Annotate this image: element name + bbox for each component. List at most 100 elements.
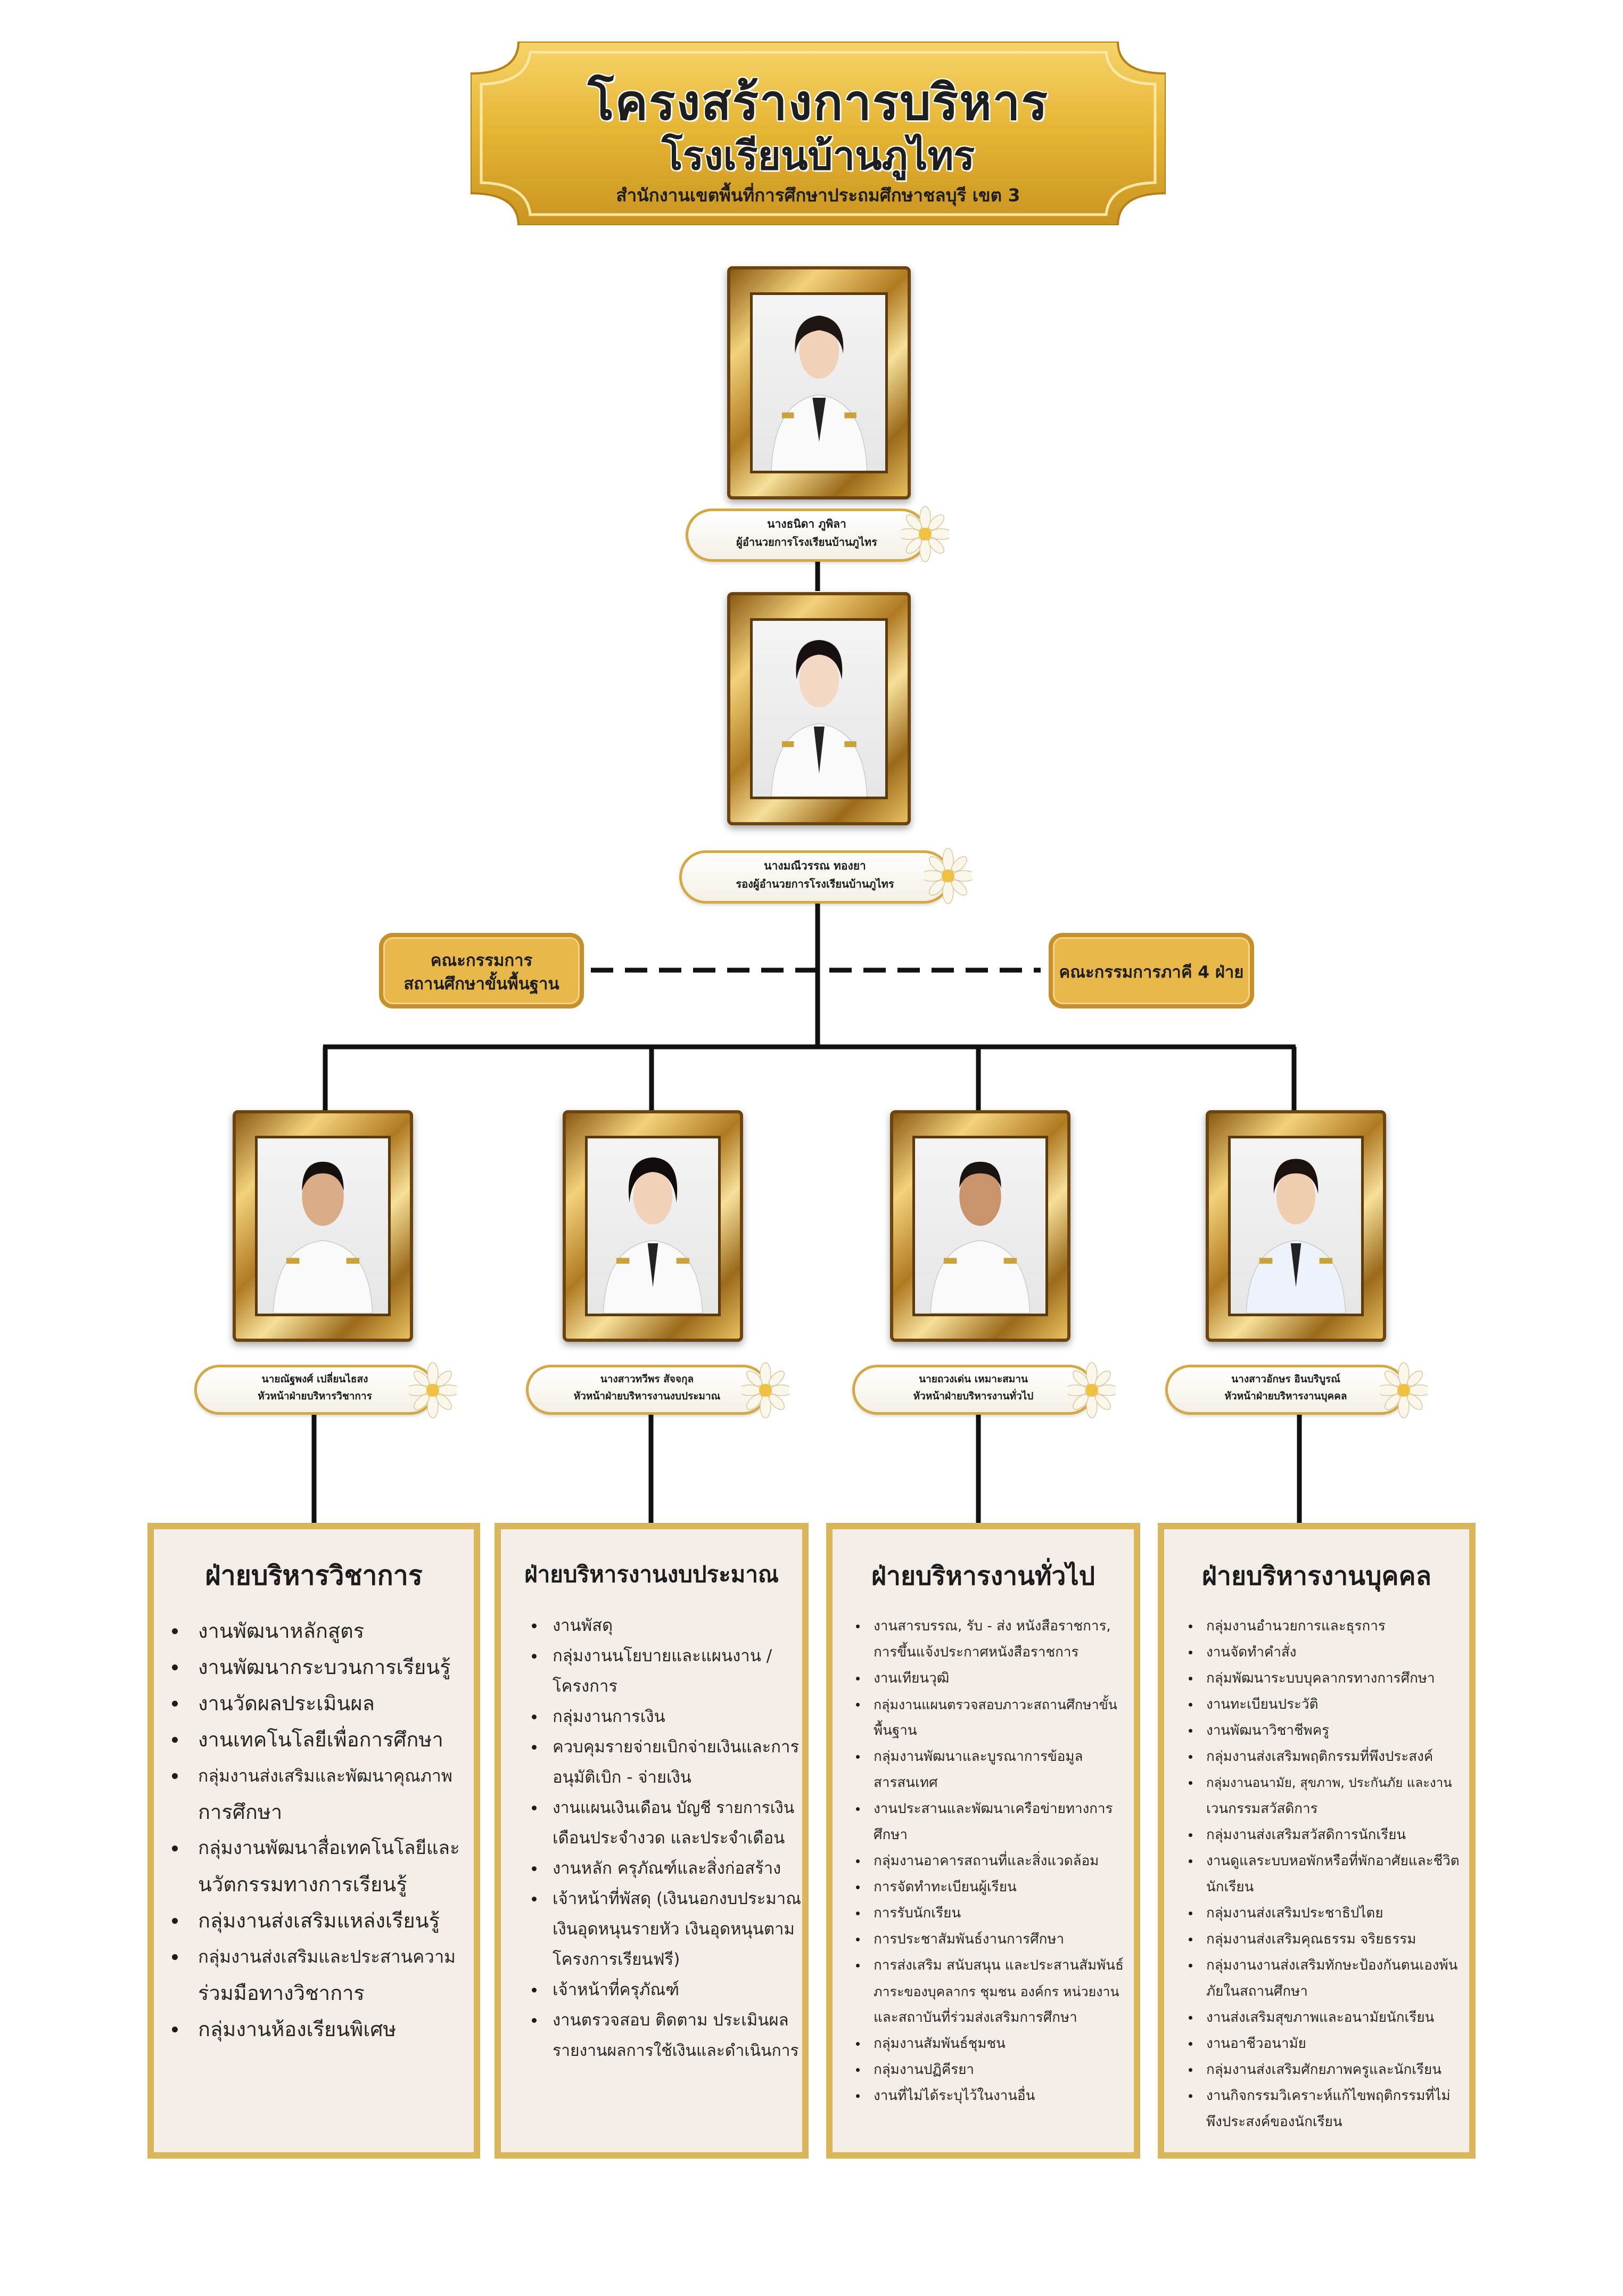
budget-head-portrait-frame [563, 1110, 743, 1342]
dept-list-item: งานเทคโนโลยีเพื่อการศึกษา [172, 1721, 463, 1758]
dept-list-item: งานวัดผลประเมินผล [172, 1685, 463, 1721]
dept-list-item: กลุ่มงานสัมพันธ์ชุมชน [856, 2031, 1125, 2057]
dept-list-item: กลุ่มงานส่งเสริมและพัฒนาคุณภาพการศึกษา [172, 1758, 463, 1830]
dept-list-item: งานพัฒนาหลักสูตร [172, 1613, 463, 1649]
general-head-photo [930, 1162, 1031, 1314]
director-name: นางธนิดา ภูพิลา [767, 518, 846, 530]
dept-list-item: งานส่งเสริมสุขภาพและอนามัยนักเรียน [1189, 2005, 1462, 2031]
dept-item-text: งานตรวจสอบ ติดตาม ประเมินผล [553, 2011, 789, 2030]
bullet-dot-icon [1189, 1912, 1192, 1915]
dept-item-text: กลุ่มพัฒนาระบบบุคลากรทางการศึกษา [1206, 1670, 1435, 1686]
dept-list-item: กลุ่มงานงานส่งเสริมทักษะป้องกันตนเองพ้นภ… [1189, 1953, 1462, 2005]
bullet-dot-icon [532, 1897, 537, 1901]
general-head-name: นายถวงเด่น เหมาะสมาน [919, 1373, 1028, 1385]
dept-list-item: กลุ่มงานอาคารสถานที่และสิ่งแวดล้อม [856, 1848, 1125, 1874]
dept-list-item: กลุ่มงานแผนตรวจสอบภาวะสถานศึกษาขั้นพื้นฐ… [856, 1692, 1125, 1744]
dept-list-item: กลุ่มงานห้องเรียนพิเศษ [172, 2011, 463, 2047]
dept-item-text: กลุ่มงานอนามัย, สุขภาพ, ประกันภัย และงาน [1206, 1775, 1452, 1790]
dept-list-item: กลุ่มพัฒนาระบบบุคลากรทางการศึกษา [1189, 1666, 1462, 1692]
dept-item-text: กลุ่มงานส่งเสริมสวัสดิการนักเรียน [1206, 1827, 1406, 1843]
bullet-dot-icon [532, 1866, 537, 1871]
bullet-dot-icon [856, 2042, 860, 2046]
dept-item-text-continued: พื้นฐาน [874, 1723, 917, 1739]
dept-list-general: งานสารบรรณ, รับ - ส่ง หนังสือราชการ,การข… [856, 1613, 1125, 2109]
bullet-dot-icon [1189, 1625, 1192, 1628]
general-head-name-badge: นายถวงเด่น เหมาะสมาน หัวหน้าฝ่ายบริหารงา… [852, 1362, 1116, 1418]
banner-school-name: โรงเรียนบ้านภูไทร [661, 133, 975, 179]
dept-title-academic: ฝ่ายบริหารวิชาการ [205, 1560, 423, 1591]
dept-item-text: งานแผนเงินเดือน บัญชี รายการเงิน [553, 1799, 795, 1817]
dept-item-text: งานดูแลระบบหอพักหรือที่พักอาศัยและชีวิต [1206, 1853, 1460, 1869]
bullet-dot-icon [1189, 1729, 1192, 1733]
dept-list-item: งานพัสดุ [532, 1611, 792, 1641]
dept-list-item: กลุ่มงานส่งเสริมและประสานความร่วมมือทางว… [172, 1939, 463, 2011]
dept-list-item: การส่งเสริม สนับสนุน และประสานสัมพันธ์ภา… [856, 1953, 1125, 2031]
dept-item-text: กลุ่มงานส่งเสริมพฤติกรรมที่พึงประสงค์ [1206, 1749, 1433, 1765]
dept-item-text-continued: ร่วมมือทางวิชาการ [198, 1981, 365, 2005]
dept-list-item: งานแผนเงินเดือน บัญชี รายการเงินเดือนประ… [532, 1793, 795, 1854]
dept-item-text: กลุ่มงานสัมพันธ์ชุมชน [874, 2036, 1006, 2052]
bullet-dot-icon [172, 1773, 178, 1779]
dept-item-text: กลุ่มงานส่งเสริมคุณธรรม จริยธรรม [1206, 1931, 1416, 1947]
dept-item-text: งานที่ไม่ได้ระบุไว้ในงานอื่น [874, 2088, 1035, 2104]
bullet-dot-icon [1189, 1938, 1192, 1941]
dept-item-text: กลุ่มงานนโยบายและแผนงาน / [553, 1646, 772, 1666]
dept-item-text-continued: รายงานผลการใช้เงินและดำเนินการ [553, 2041, 799, 2060]
dept-list-item: กลุ่มงานส่งเสริมศักยภาพครูและนักเรียน [1189, 2057, 1462, 2083]
banner-office-name: สำนักงานเขตพื้นที่การศึกษาประถมศึกษาชลบุ… [616, 185, 1020, 206]
four-party-committee-box: คณะกรรมการภาคี 4 ฝ่าย [1049, 933, 1254, 1008]
dept-item-text: งานพัฒนากระบวนการเรียนรู้ [198, 1655, 451, 1679]
bullet-dot-icon [856, 2068, 860, 2072]
dept-list-item: งานพัฒนาวิชาชีพครู [1189, 1718, 1462, 1744]
bullet-dot-icon [532, 1988, 537, 1992]
dept-item-text: กลุ่มงานห้องเรียนพิเศษ [198, 2018, 397, 2041]
dept-item-text: กลุ่มงานปฏิคีรยา [874, 2062, 975, 2078]
bullet-dot-icon [1189, 2016, 1192, 2020]
bullet-dot-icon [532, 1623, 537, 1628]
dept-list-item: กลุ่มงานพัฒนาและบูรณาการข้อมูลสารสนเทศ [856, 1744, 1125, 1796]
dept-item-text: กลุ่มงานส่งเสริมและประสานความ [198, 1946, 456, 1967]
dept-list-item: งานหลัก ครุภัณฑ์และสิ่งก่อสร้าง [532, 1854, 792, 1884]
dept-list-item: กลุ่มงานอนามัย, สุขภาพ, ประกันภัย และงาน… [1189, 1770, 1462, 1822]
dept-title-general: ฝ่ายบริหารงานทั่วไป [871, 1561, 1095, 1591]
bullet-dot-icon [1189, 2094, 1192, 2098]
four-party-committee-label: คณะกรรมการภาคี 4 ฝ่าย [1059, 963, 1244, 982]
dept-list-item: งานดูแลระบบหอพักหรือที่พักอาศัยและชีวิตน… [1189, 1848, 1462, 1900]
bullet-dot-icon [856, 1807, 860, 1811]
banner-plaque-shape [471, 42, 1166, 225]
budget-head-name: นางสาวทวีพร สัจจกุล [600, 1373, 694, 1385]
director-photo [770, 315, 868, 471]
dept-item-text-continued: เดือนประจำงวด และประจำเดือน [553, 1828, 785, 1848]
dept-list-item: เจ้าหน้าที่ครุภัณฑ์ [532, 1975, 792, 2005]
bullet-dot-icon [856, 2094, 860, 2098]
bullet-dot-icon [532, 1654, 537, 1659]
general-head-position: หัวหน้าฝ่ายบริหารงานทั่วไป [913, 1390, 1034, 1402]
academic-head-portrait-frame [233, 1110, 413, 1342]
dept-item-text: การส่งเสริม สนับสนุน และประสานสัมพันธ์ [874, 1957, 1124, 1973]
dept-list-item: งานตรวจสอบ ติดตาม ประเมินผลรายงานผลการใช… [532, 2005, 799, 2066]
bullet-dot-icon [172, 1918, 178, 1924]
dept-item-text: กลุ่มงานส่งเสริมศักยภาพครูและนักเรียน [1206, 2062, 1442, 2078]
general-head-portrait-frame [890, 1110, 1070, 1342]
dept-item-text: เจ้าหน้าที่ครุภัณฑ์ [553, 1980, 679, 1999]
dept-list-item: ควบคุมรายจ่ายเบิกจ่ายเงินและการอนุมัติเบ… [532, 1732, 799, 1793]
dept-box-personnel: ฝ่ายบริหารงานบุคคล กลุ่มงานอำนวยการและธุ… [1158, 1523, 1476, 2159]
dept-list-item: งานสารบรรณ, รับ - ส่ง หนังสือราชการ,การข… [856, 1613, 1125, 1666]
dept-item-text-continued: เวนกรรมสวัสดิการ [1206, 1801, 1318, 1817]
dept-list-academic: งานพัฒนาหลักสูตรงานพัฒนากระบวนการเรียนรู… [172, 1613, 463, 2047]
dept-list-item: งานที่ไม่ได้ระบุไว้ในงานอื่น [856, 2083, 1125, 2109]
bullet-dot-icon [1189, 1781, 1192, 1785]
budget-head-name-badge: นางสาวทวีพร สัจจกุล หัวหน้าฝ่ายบริหารงาน… [526, 1362, 789, 1418]
dept-list-item: กลุ่มงานอำนวยการและธุรการ [1189, 1613, 1462, 1639]
dept-item-text: งานวัดผลประเมินผล [198, 1692, 375, 1715]
dept-item-text-continued: นวัตกรรมทางการเรียนรู้ [198, 1873, 407, 1896]
bullet-dot-icon [1189, 1677, 1192, 1680]
dept-item-text: กลุ่มงานส่งเสริมและพัฒนาคุณภาพ [198, 1766, 452, 1786]
dept-list-item: การประชาสัมพันธ์งานการศึกษา [856, 1926, 1125, 1953]
dept-item-text: การประชาสัมพันธ์งานการศึกษา [874, 1931, 1065, 1947]
dept-item-text-continued: โครงการ [553, 1677, 618, 1696]
dept-item-text: การรับนักเรียน [874, 1905, 961, 1921]
bullet-dot-icon [856, 1885, 860, 1889]
dept-item-text: งานทะเบียนประวัติ [1206, 1696, 1319, 1712]
flower-ornament-icon [924, 848, 972, 904]
